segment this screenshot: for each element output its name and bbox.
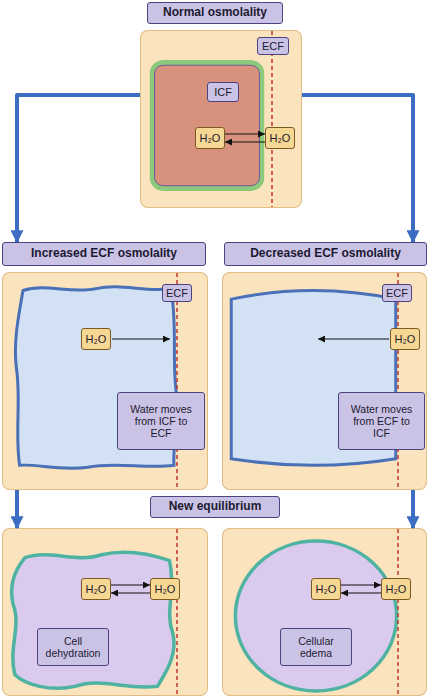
exchange-arrow (341, 592, 381, 593)
cell-outline (235, 541, 396, 691)
water-flow-arrow (112, 338, 170, 339)
note-box: Water moves from ICF to ECF (117, 392, 205, 450)
node-text: ECF (166, 287, 188, 300)
membrane-boundary (397, 529, 399, 695)
exchange-arrow (111, 584, 150, 585)
node-text: Decreased ECF osmolality (250, 247, 401, 261)
node-text: H₂O (316, 583, 337, 596)
cell-shape-art (150, 60, 264, 191)
cell-shape: H₂O Cell dehydration (8, 546, 178, 692)
water-flow-arrow (318, 338, 389, 339)
node-text: ECF (262, 40, 284, 53)
node-text: ECF (386, 287, 408, 300)
flow-arrow (17, 95, 140, 242)
node-text: H₂O (270, 132, 291, 145)
water-molecule: H₂O (265, 127, 295, 149)
node-text: H₂O (86, 333, 107, 346)
scene-panel: H₂O Cell dehydration H₂O (2, 528, 208, 696)
node-text: ICF (214, 86, 232, 99)
exchange-arrow (341, 584, 381, 585)
node-text: Water moves from ECF to ICF (349, 403, 414, 439)
cell-outline (152, 63, 261, 189)
compartment-label: ECF (382, 284, 412, 302)
water-molecule: H₂O (195, 127, 225, 149)
note-box: Cell dehydration (37, 628, 109, 666)
water-molecule: H₂O (390, 328, 420, 350)
exchange-arrow (225, 141, 265, 142)
water-molecule: H₂O (381, 578, 411, 600)
node-text: H₂O (86, 583, 107, 596)
membrane-boundary (397, 273, 399, 489)
water-molecule: H₂O (311, 578, 341, 600)
node-text: Increased ECF osmolality (31, 247, 177, 261)
scene-panel: H₂O Cellular edema H₂O (222, 528, 427, 696)
section-header: New equilibrium (150, 496, 280, 518)
note-box: Water moves from ECF to ICF (338, 392, 425, 450)
water-molecule: H₂O (81, 328, 111, 350)
node-text: Water moves from ICF to ECF (128, 403, 194, 439)
membrane-boundary (176, 529, 178, 695)
compartment-label: ECF (162, 284, 192, 302)
node-text: Cell dehydration (46, 635, 101, 659)
note-box: Cellular edema (280, 628, 352, 666)
cell-shape-art (8, 546, 178, 692)
section-header: Normal osmolality (147, 2, 283, 24)
section-header: Increased ECF osmolality (2, 242, 206, 266)
node-text: Normal osmolality (163, 6, 267, 20)
cell-outline (155, 65, 260, 186)
compartment-label: ICF (207, 82, 239, 102)
exchange-arrow (225, 133, 265, 134)
node-text: Cellular edema (291, 635, 341, 659)
node-text: H₂O (200, 132, 221, 145)
water-molecule: H₂O (150, 578, 180, 600)
water-molecule: H₂O (81, 578, 111, 600)
section-header: Decreased ECF osmolality (224, 242, 427, 266)
exchange-arrow (111, 592, 150, 593)
compartment-label: ECF (257, 37, 289, 55)
node-text: H₂O (386, 583, 407, 596)
scene-panel: ECF H₂O Water moves from ICF to ECF (2, 272, 208, 490)
cell-shape: ICF H₂O (150, 60, 264, 191)
scene-panel: ECF H₂O Water moves from ECF to ICF (222, 272, 427, 490)
membrane-boundary (176, 273, 178, 489)
flow-arrow (302, 95, 413, 242)
node-text: H₂O (395, 333, 416, 346)
flow-arrow (411, 490, 415, 528)
flow-arrow (15, 490, 19, 528)
cell-outline (12, 552, 174, 688)
cell-shape: H₂O Cellular edema (232, 538, 400, 694)
node-text: New equilibrium (169, 500, 262, 514)
scene-panel: ECF ICF H₂O H₂O (140, 30, 302, 208)
cell-shape-art (232, 538, 400, 694)
membrane-boundary (271, 31, 273, 207)
node-text: H₂O (155, 583, 176, 596)
